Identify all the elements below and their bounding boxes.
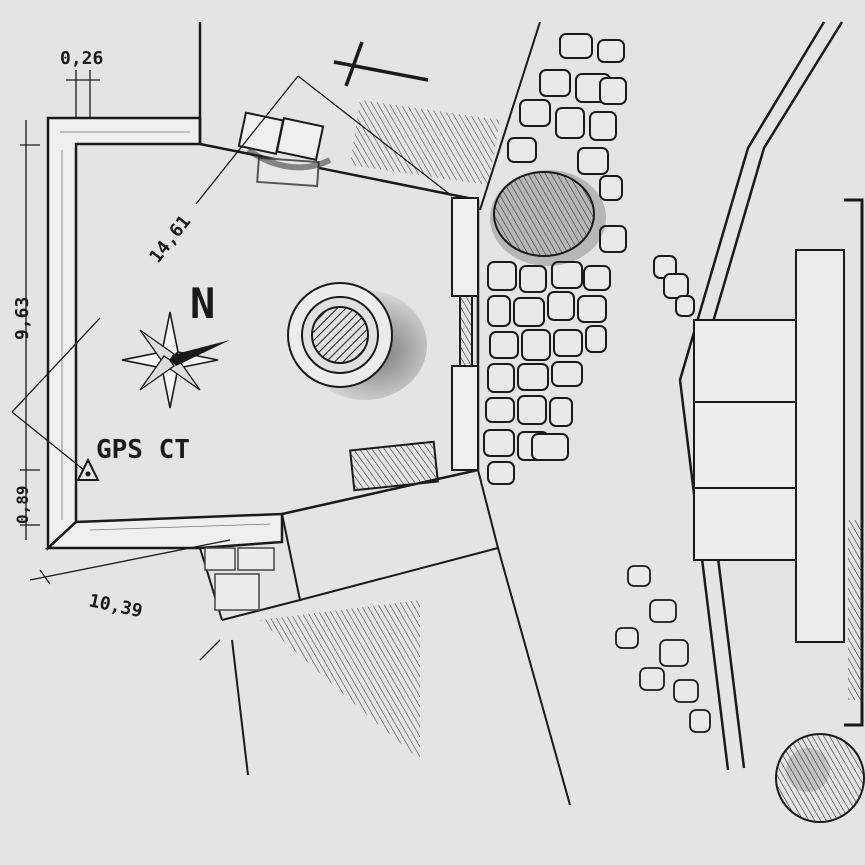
bench-shadow bbox=[246, 147, 332, 171]
cross-marker bbox=[333, 41, 429, 87]
building-wall bbox=[844, 198, 864, 727]
building-hatch bbox=[848, 520, 862, 700]
hatched-vegetation-top bbox=[350, 100, 500, 185]
top-bench bbox=[237, 111, 325, 188]
dimension-bottom-width: 10,39 bbox=[87, 590, 144, 622]
dimension-top-offset: 0,26 bbox=[60, 48, 103, 69]
gps-control-point-icon bbox=[76, 457, 100, 481]
dimension-lines bbox=[11, 70, 453, 661]
cobblestones-lower bbox=[615, 565, 711, 733]
gps-label: GPS CT bbox=[96, 435, 190, 465]
building bbox=[693, 249, 845, 643]
dimension-left-height: 9,63 bbox=[12, 297, 33, 340]
boundary-line bbox=[479, 21, 541, 211]
stone-steps bbox=[204, 547, 275, 611]
cobblestones bbox=[483, 33, 695, 485]
hatched-slope bbox=[260, 600, 420, 760]
well bbox=[287, 282, 427, 400]
wall-texture bbox=[60, 131, 271, 531]
dimension-left-small: 0,89 bbox=[13, 485, 32, 524]
lower-bench bbox=[349, 440, 439, 492]
road-edge bbox=[678, 21, 844, 771]
tree-canopy bbox=[490, 170, 606, 266]
gps-point-dot bbox=[85, 471, 91, 477]
dimension-diagonal: 14,61 bbox=[145, 211, 195, 267]
right-wall-blocks bbox=[451, 197, 479, 471]
north-label: N bbox=[190, 279, 215, 328]
compass-rose-icon bbox=[121, 311, 230, 409]
shrub bbox=[775, 733, 865, 823]
